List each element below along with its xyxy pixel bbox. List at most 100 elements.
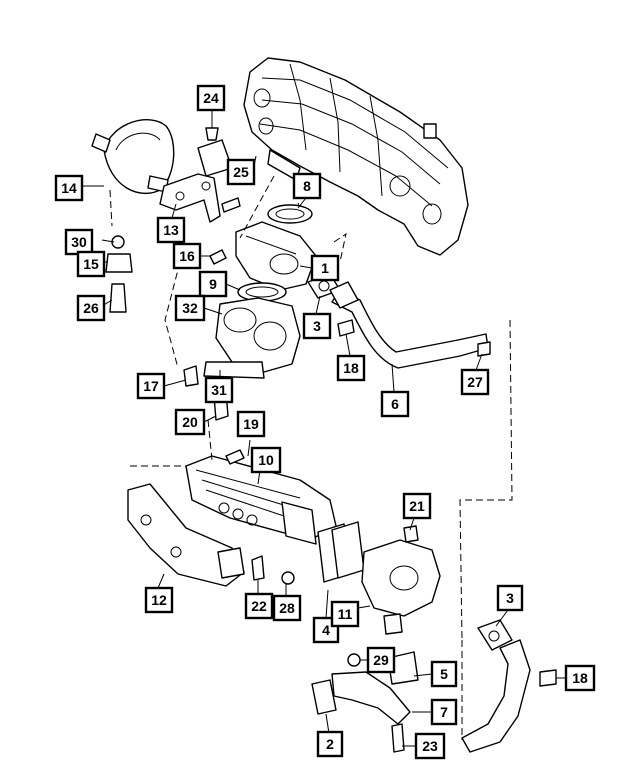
egr-pipe-7: [461, 639, 531, 753]
callout-3-upper: 3: [302, 312, 332, 340]
actuator-bracket: [159, 173, 221, 223]
callout-19: 19: [236, 410, 266, 438]
svg-text:18: 18: [343, 360, 359, 376]
svg-text:11: 11: [338, 606, 353, 622]
svg-text:26: 26: [83, 300, 99, 316]
egr-housing: [215, 297, 301, 373]
callout-22: 22: [244, 592, 274, 620]
callout-18-upper: 18: [336, 354, 366, 382]
svg-text:24: 24: [203, 90, 219, 106]
svg-text:2: 2: [326, 736, 334, 752]
svg-text:9: 9: [209, 276, 217, 292]
callout-5: 5: [430, 660, 458, 688]
bolt-18-upper: [337, 319, 355, 337]
svg-text:3: 3: [506, 590, 514, 606]
callout-30: 30: [64, 228, 94, 256]
callout-25: 25: [226, 158, 256, 186]
svg-text:3: 3: [313, 318, 321, 334]
svg-text:27: 27: [467, 374, 483, 390]
bolt-25: [221, 197, 241, 213]
callout-7: 7: [430, 698, 458, 726]
bolt-22: [251, 555, 265, 581]
svg-text:6: 6: [391, 396, 399, 412]
svg-text:28: 28: [279, 600, 295, 616]
svg-text:10: 10: [258, 452, 274, 468]
callout-29: 29: [366, 646, 396, 674]
bolt-21: [403, 525, 419, 543]
callout-23: 23: [414, 732, 446, 760]
vacuum-actuator: [91, 119, 175, 195]
callout-26: 26: [76, 294, 106, 322]
callout-4: 4: [312, 616, 340, 644]
callout-13: 13: [156, 216, 186, 244]
callout-1: 1: [310, 254, 340, 282]
callout-17: 17: [136, 372, 166, 400]
bolt-27: [477, 341, 491, 357]
svg-text:19: 19: [243, 416, 259, 432]
egr-cooler: [185, 455, 337, 545]
svg-text:16: 16: [179, 248, 195, 264]
bolt-16: [209, 249, 227, 265]
nut-28: [281, 571, 295, 585]
callout-9: 9: [198, 270, 228, 298]
svg-text:20: 20: [182, 414, 198, 430]
leader-lines: [82, 155, 566, 747]
svg-text:15: 15: [83, 256, 99, 272]
gasket-4: [317, 521, 365, 583]
callout-15: 15: [76, 250, 106, 278]
svg-text:1: 1: [321, 260, 329, 276]
clamp-31: [203, 361, 265, 379]
callout-21: 21: [402, 492, 432, 520]
svg-text:5: 5: [440, 666, 448, 682]
gasket-2: [311, 679, 337, 715]
callout-18-lower: 18: [564, 664, 596, 692]
callout-8: 8: [292, 172, 322, 200]
svg-text:32: 32: [182, 300, 198, 316]
svg-text:13: 13: [163, 222, 179, 238]
gasket-9: [237, 282, 287, 302]
egr-valve-lower: [361, 539, 441, 635]
flange-gasket-lower: [477, 619, 513, 651]
svg-text:8: 8: [303, 178, 311, 194]
svg-text:7: 7: [440, 704, 448, 720]
callout-27: 27: [460, 368, 490, 396]
assembly-lines: [109, 175, 513, 740]
callout-11: 11: [330, 600, 360, 628]
isolator-mount: [105, 235, 133, 313]
callout-20: 20: [174, 408, 206, 436]
callout-14: 14: [54, 174, 84, 202]
svg-text:4: 4: [322, 622, 330, 638]
svg-text:21: 21: [409, 498, 425, 514]
svg-text:30: 30: [71, 234, 87, 250]
callout-2: 2: [316, 730, 344, 758]
cooler-bracket: [127, 483, 245, 587]
svg-text:23: 23: [422, 738, 438, 754]
bolt-23: [391, 723, 405, 753]
egr-valve-upper: [235, 221, 317, 291]
svg-text:29: 29: [373, 652, 389, 668]
callout-32: 32: [174, 294, 206, 322]
bolt-18-lower: [539, 669, 557, 687]
callout-12: 12: [144, 586, 174, 614]
elbow-5: [331, 651, 419, 725]
bolt-17: [183, 365, 199, 387]
callout-28: 28: [272, 594, 302, 622]
svg-text:22: 22: [251, 598, 267, 614]
svg-text:18: 18: [572, 670, 588, 686]
callout-3-lower: 3: [496, 584, 524, 612]
callout-10: 10: [250, 446, 282, 474]
gasket-8: [267, 204, 313, 224]
callout-31: 31: [204, 376, 234, 404]
svg-text:25: 25: [233, 164, 249, 180]
svg-text:12: 12: [151, 592, 167, 608]
callout-16: 16: [172, 242, 202, 270]
svg-text:31: 31: [211, 382, 227, 398]
intake-manifold: [243, 57, 469, 256]
bolt-19: [225, 449, 245, 465]
svg-text:14: 14: [61, 180, 77, 196]
callout-24: 24: [196, 84, 226, 112]
nut-29: [347, 653, 361, 667]
callout-6: 6: [380, 390, 410, 418]
svg-text:17: 17: [143, 378, 159, 394]
